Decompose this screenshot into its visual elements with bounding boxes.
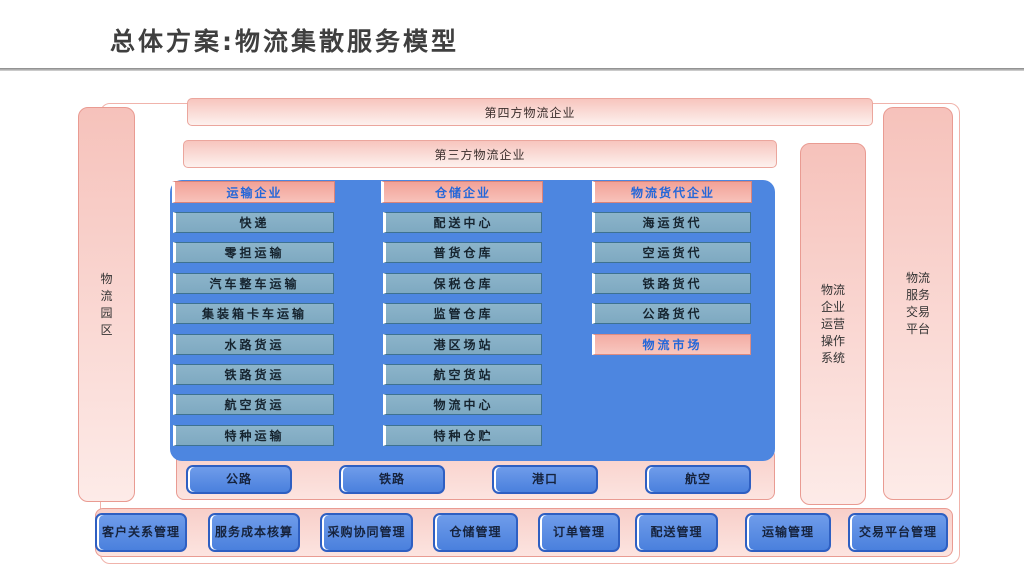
warehouse-item: 物流中心 bbox=[383, 394, 542, 415]
warehouse-item: 配送中心 bbox=[383, 212, 542, 233]
warehouse-item: 保税仓库 bbox=[383, 273, 542, 294]
mgmt-procurement: 采购协同管理 bbox=[320, 513, 413, 552]
transport-item: 航空货运 bbox=[173, 394, 334, 415]
column-header-transport: 运输企业 bbox=[172, 181, 335, 203]
transport-item: 零担运输 bbox=[173, 242, 334, 263]
mgmt-cost-accounting: 服务成本核算 bbox=[208, 513, 300, 552]
operation-system-bar: 物流企业运营操作系统 bbox=[800, 143, 866, 505]
fourth-party-logistics-label: 第四方物流企业 bbox=[484, 105, 576, 120]
forwarder-item: 空运货代 bbox=[592, 242, 751, 263]
forwarder-item: 公路货代 bbox=[592, 303, 751, 324]
page-title: 总体方案:物流集散服务模型 bbox=[110, 27, 459, 56]
mgmt-delivery: 配送管理 bbox=[635, 513, 718, 552]
mgmt-trading-platform: 交易平台管理 bbox=[848, 513, 948, 552]
warehouse-item: 监管仓库 bbox=[383, 303, 542, 324]
operation-system-label: 物流企业运营操作系统 bbox=[820, 282, 845, 365]
column-header-warehouse: 仓储企业 bbox=[381, 181, 543, 203]
third-party-logistics-bar: 第三方物流企业 bbox=[183, 140, 777, 168]
fourth-party-logistics-bar: 第四方物流企业 bbox=[187, 98, 873, 126]
trading-platform-label: 物流服务交易平台 bbox=[905, 270, 930, 336]
mgmt-order: 订单管理 bbox=[538, 513, 620, 552]
infrastructure-rail: 铁路 bbox=[339, 465, 445, 494]
infrastructure-port: 港口 bbox=[492, 465, 598, 494]
transport-item: 汽车整车运输 bbox=[173, 273, 334, 294]
logistics-park-label: 物流园区 bbox=[100, 271, 113, 337]
title-divider bbox=[0, 68, 1024, 71]
infrastructure-air: 航空 bbox=[645, 465, 751, 494]
transport-item: 集装箱卡车运输 bbox=[173, 303, 334, 324]
warehouse-item: 普货仓库 bbox=[383, 242, 542, 263]
mgmt-crm: 客户关系管理 bbox=[95, 513, 187, 552]
transport-item: 特种运输 bbox=[173, 425, 334, 446]
infrastructure-road: 公路 bbox=[186, 465, 292, 494]
mgmt-transport: 运输管理 bbox=[745, 513, 831, 552]
third-party-logistics-label: 第三方物流企业 bbox=[434, 147, 526, 162]
transport-item: 水路货运 bbox=[173, 334, 334, 355]
mgmt-warehouse: 仓储管理 bbox=[433, 513, 518, 552]
forwarder-item: 铁路货代 bbox=[592, 273, 751, 294]
warehouse-item: 特种仓贮 bbox=[383, 425, 542, 446]
transport-item: 铁路货运 bbox=[173, 364, 334, 385]
forwarder-item: 海运货代 bbox=[592, 212, 751, 233]
column-header-forwarder: 物流货代企业 bbox=[592, 181, 752, 203]
transport-item: 快递 bbox=[173, 212, 334, 233]
logistics-market-item: 物流市场 bbox=[592, 334, 751, 355]
logistics-park-bar: 物流园区 bbox=[78, 107, 135, 502]
trading-platform-bar: 物流服务交易平台 bbox=[883, 107, 953, 500]
warehouse-item: 航空货站 bbox=[383, 364, 542, 385]
warehouse-item: 港区场站 bbox=[383, 334, 542, 355]
